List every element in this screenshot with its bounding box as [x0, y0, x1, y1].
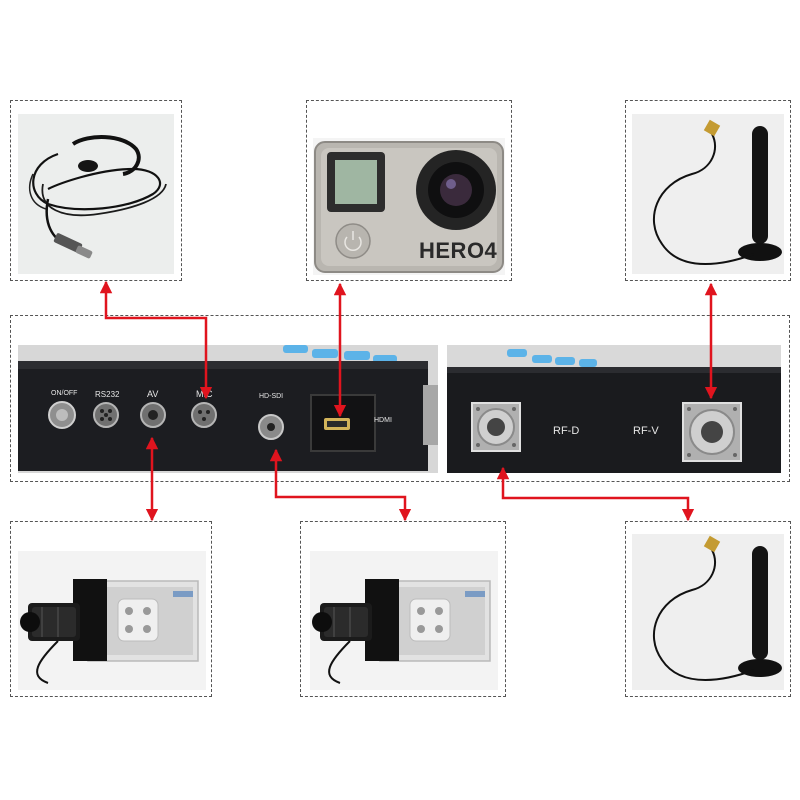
port-label-rfd: RF-D — [553, 425, 580, 437]
antenna-photo-bottom — [632, 534, 784, 690]
box-camera-photo-left — [18, 551, 206, 690]
action-camera-frame — [306, 100, 512, 281]
port-label-av: AV — [147, 389, 159, 399]
port-label-rfv: RF-V — [633, 425, 659, 437]
port-label-hdsdi: HD-SDI — [259, 393, 284, 400]
box-camera-photo-center — [310, 551, 498, 690]
antenna-frame-bottom — [625, 521, 791, 697]
camera-brand-label: HERO4 — [419, 238, 498, 263]
box-camera-frame-center — [300, 521, 506, 697]
action-camera-photo: HERO4 — [313, 138, 505, 275]
port-label-rs232: RS232 — [95, 390, 120, 399]
headset-photo — [18, 114, 174, 274]
port-label-hdmi: HDMI — [374, 417, 392, 424]
device-back-photo: RF-D RF-V — [447, 345, 781, 473]
antenna-photo-top — [632, 114, 784, 274]
box-camera-frame-left — [10, 521, 212, 697]
port-label-onoff: ON/OFF — [51, 390, 78, 397]
port-label-mic: MIC — [196, 389, 213, 399]
device-front-photo: ON/OFF RS232 AV MIC HD-SDI HDMI — [18, 345, 438, 473]
antenna-frame-top — [625, 100, 791, 281]
headset-frame — [10, 100, 182, 281]
